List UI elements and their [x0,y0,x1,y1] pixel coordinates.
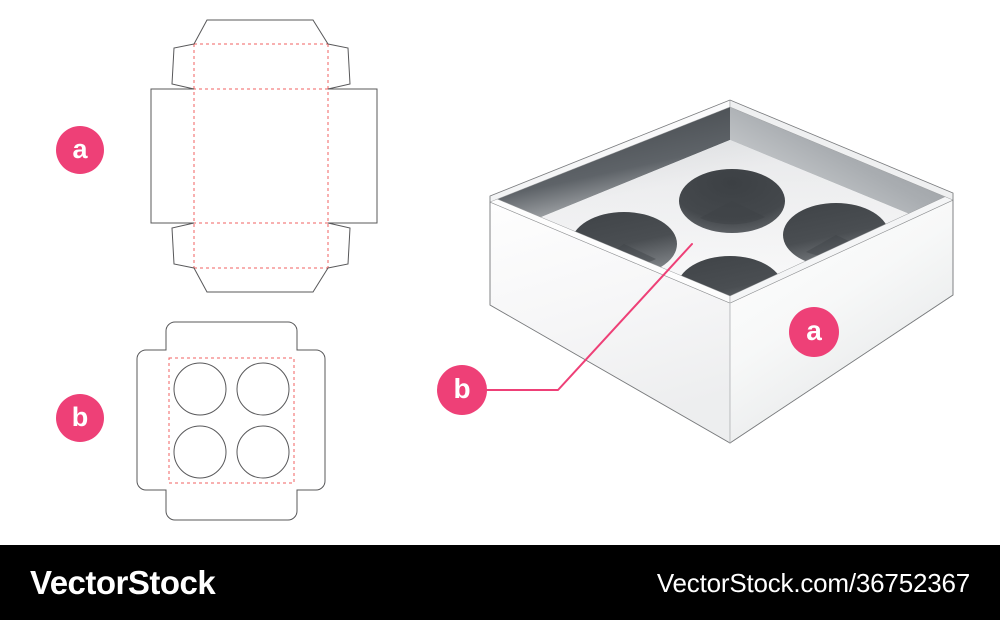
insert-well-back [679,169,785,233]
marker-badge-b-dieline-label: b [71,401,89,432]
cut-bottom-left-glue-flap [171,222,195,269]
dieline-insert [136,321,326,521]
inner-contact-shadow [490,140,953,303]
insert-circle-bottom-right [236,425,290,479]
artboard [136,19,954,521]
insert-circle-top-right [236,362,290,416]
insert-circle-bottom-left [173,425,227,479]
cut-top-right-glue-flap [327,43,351,90]
marker-badge-a-dieline: a [56,126,104,174]
cut-top-left-glue-flap [171,43,195,90]
marker-badge-a-box: a [789,307,839,357]
watermark-footer: VectorStock VectorStock.com/36752367 [0,545,1000,620]
brand-wordmark: VectorStock [30,564,216,601]
box-inner-wall-right [730,107,953,232]
marker-badge-a-dieline-label: a [72,133,88,164]
marker-badge-a-box-label: a [806,315,822,346]
insert-circle-cutouts [173,362,290,479]
dieline-tray-box [150,19,378,293]
vector-artwork [136,19,954,521]
box-3d-render [489,99,954,444]
leader-line-b [486,243,693,391]
insert-circle-top-left [173,362,227,416]
marker-badge-b-box: b [437,365,487,415]
marker-badge-b-box-label: b [453,373,471,404]
marker-badge-b-dieline: b [56,394,104,442]
cut-outline-insert [136,321,326,521]
fold-rect-insert [168,357,295,484]
cut-right-panel [328,88,378,224]
cut-lines-tray [150,19,378,293]
cut-left-panel [150,88,194,224]
cut-bottom-right-glue-flap [327,222,351,269]
cut-bottom-tuck-flap [193,267,329,293]
cut-top-tuck-flap [193,19,329,45]
stock-url: VectorStock.com/36752367 [656,567,970,598]
box-silhouette-outline [489,99,954,444]
box-inner-wall-left [490,107,730,238]
fold-lines-tray [151,43,377,269]
